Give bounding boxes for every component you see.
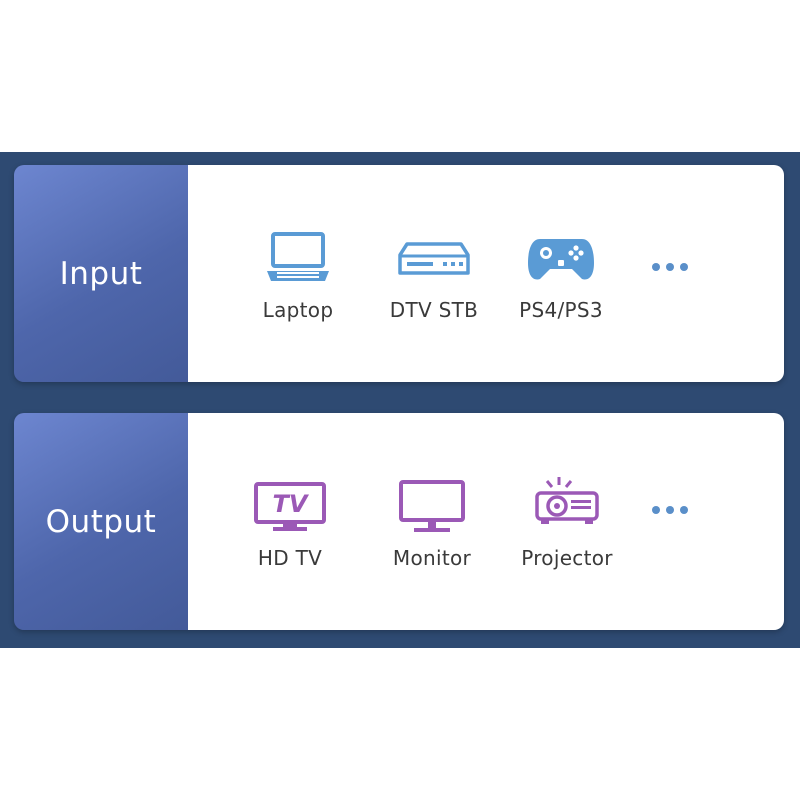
device-label: HD TV bbox=[257, 546, 323, 570]
gamepad-icon bbox=[491, 235, 631, 283]
output-title: Output bbox=[14, 413, 188, 630]
more-dots-icon bbox=[652, 506, 688, 514]
tv-icon: TV bbox=[220, 481, 360, 533]
device-label: Monitor bbox=[392, 546, 472, 570]
laptop-icon bbox=[228, 231, 368, 283]
input-panel: Input Laptop bbox=[14, 165, 784, 382]
device-ps4: PS4/PS3 bbox=[491, 165, 631, 382]
input-devices: Laptop DTV STB bbox=[188, 165, 784, 382]
device-laptop: Laptop bbox=[228, 165, 368, 382]
set-top-box-icon bbox=[364, 241, 504, 277]
device-label: Projector bbox=[521, 546, 613, 570]
device-label: PS4/PS3 bbox=[519, 298, 603, 322]
device-label: Laptop bbox=[262, 298, 334, 322]
device-label: DTV STB bbox=[389, 298, 479, 322]
tv-icon-text: TV bbox=[273, 490, 310, 518]
input-title: Input bbox=[14, 165, 188, 382]
device-monitor: Monitor bbox=[362, 413, 502, 630]
device-dtv-stb: DTV STB bbox=[364, 165, 504, 382]
device-hd-tv: TV HD TV bbox=[220, 413, 360, 630]
more-dots-icon bbox=[652, 263, 688, 271]
output-devices: TV HD TV Monitor bbox=[188, 413, 784, 630]
projector-icon bbox=[497, 473, 637, 527]
monitor-icon bbox=[362, 479, 502, 535]
device-projector: Projector bbox=[497, 413, 637, 630]
output-panel: Output TV HD TV Monitor bbox=[14, 413, 784, 630]
